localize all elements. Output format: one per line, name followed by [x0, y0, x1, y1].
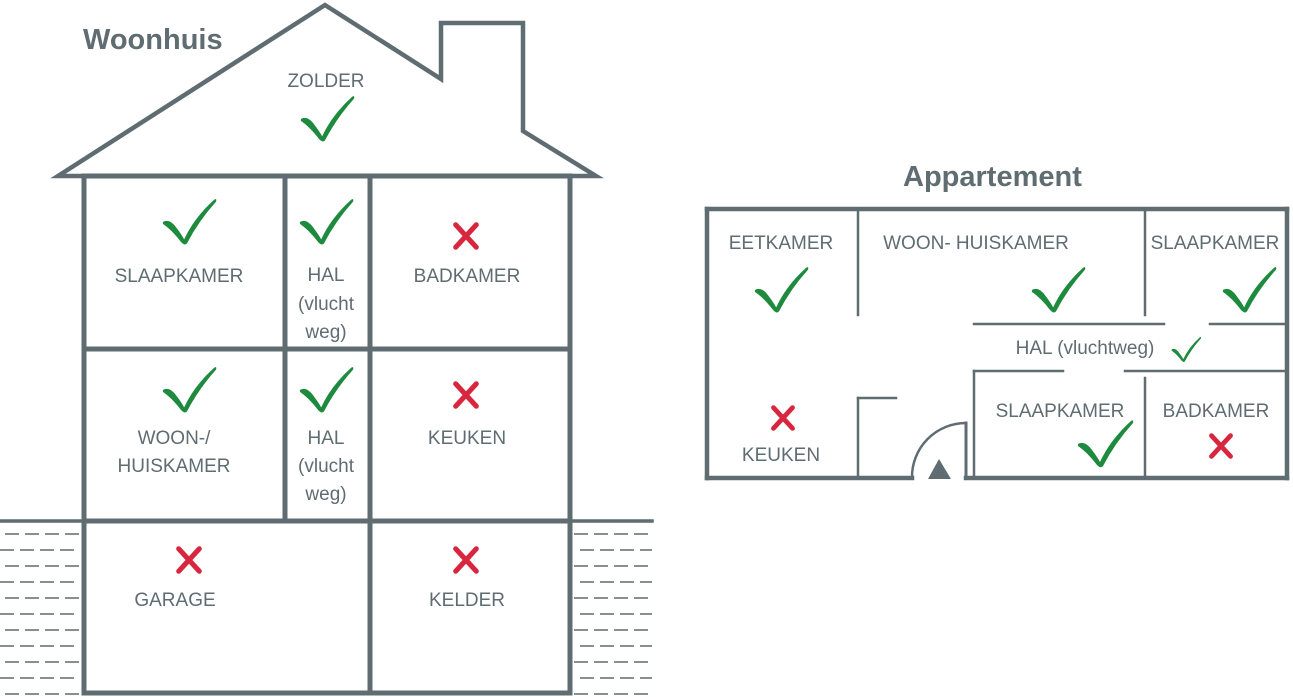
room-kelder: KELDER	[429, 549, 505, 611]
check-icon	[1171, 336, 1202, 362]
check-icon	[162, 199, 217, 245]
cross-icon	[773, 408, 792, 429]
room-zolder: ZOLDER	[287, 71, 365, 142]
room-label: ZOLDER	[287, 71, 364, 92]
apt-room-woonkamer: WOON- HUISKAMER	[883, 233, 1086, 313]
room-badkamer: BADKAMER	[414, 225, 521, 287]
room-label: KELDER	[429, 590, 505, 611]
room-garage: GARAGE	[134, 549, 216, 611]
room-label: BADKAMER	[414, 266, 521, 287]
apartment-walls	[704, 206, 1290, 481]
house-walls	[81, 173, 573, 696]
check-icon	[754, 267, 809, 313]
room-label-line: weg)	[304, 484, 346, 505]
room-label: KEUKEN	[428, 428, 506, 449]
room-label: EETKAMER	[729, 233, 834, 254]
cross-icon	[1211, 436, 1230, 457]
room-label-line: WOON-/	[138, 428, 212, 449]
house-roof	[50, 2, 604, 179]
apt-room-eetkamer: EETKAMER	[729, 233, 834, 313]
cross-icon	[456, 549, 477, 571]
check-icon	[1031, 267, 1086, 313]
room-hal-top: HAL (vlucht weg)	[298, 199, 355, 343]
room-label-line: weg)	[304, 322, 346, 343]
cross-icon	[179, 549, 200, 571]
room-slaapkamer: SLAAPKAMER	[115, 199, 244, 287]
cross-icon	[456, 384, 477, 406]
ground-bricks-right	[568, 519, 654, 695]
cross-icon	[456, 225, 477, 247]
ground-bricks-left	[0, 519, 84, 695]
room-label: WOON- HUISKAMER	[883, 233, 1069, 254]
room-label-line: (vlucht	[298, 294, 355, 315]
apt-room-slaapkamer-bottom: SLAAPKAMER	[996, 401, 1134, 468]
room-label: BADKAMER	[1163, 401, 1270, 422]
room-label-line: (vlucht	[298, 456, 355, 477]
check-icon	[299, 367, 354, 413]
room-label: SLAAPKAMER	[115, 266, 244, 287]
room-label-line: HAL	[308, 265, 345, 286]
room-label-line: HAL	[308, 428, 345, 449]
room-label: KEUKEN	[742, 445, 820, 466]
room-label: SLAAPKAMER	[1151, 233, 1280, 254]
room-label: SLAAPKAMER	[996, 401, 1125, 422]
apt-room-badkamer: BADKAMER	[1163, 401, 1270, 457]
room-label: GARAGE	[134, 590, 215, 611]
apt-room-slaapkamer-top: SLAAPKAMER	[1151, 233, 1280, 313]
check-icon	[1222, 267, 1277, 313]
apt-room-hal: HAL (vluchtweg)	[1016, 336, 1202, 362]
house-title: Woonhuis	[83, 24, 223, 56]
apartment-title: Appartement	[903, 161, 1082, 193]
check-icon	[1078, 420, 1134, 468]
room-label-line: HUISKAMER	[118, 456, 231, 477]
check-icon	[299, 199, 354, 245]
room-keuken: KEUKEN	[428, 384, 506, 449]
check-icon	[162, 367, 217, 413]
room-woonkamer: WOON-/ HUISKAMER	[118, 367, 231, 477]
room-hal-mid: HAL (vlucht weg)	[298, 367, 355, 505]
check-icon	[300, 96, 355, 142]
apt-room-keuken: KEUKEN	[742, 408, 820, 466]
room-label: HAL (vluchtweg)	[1016, 338, 1155, 359]
